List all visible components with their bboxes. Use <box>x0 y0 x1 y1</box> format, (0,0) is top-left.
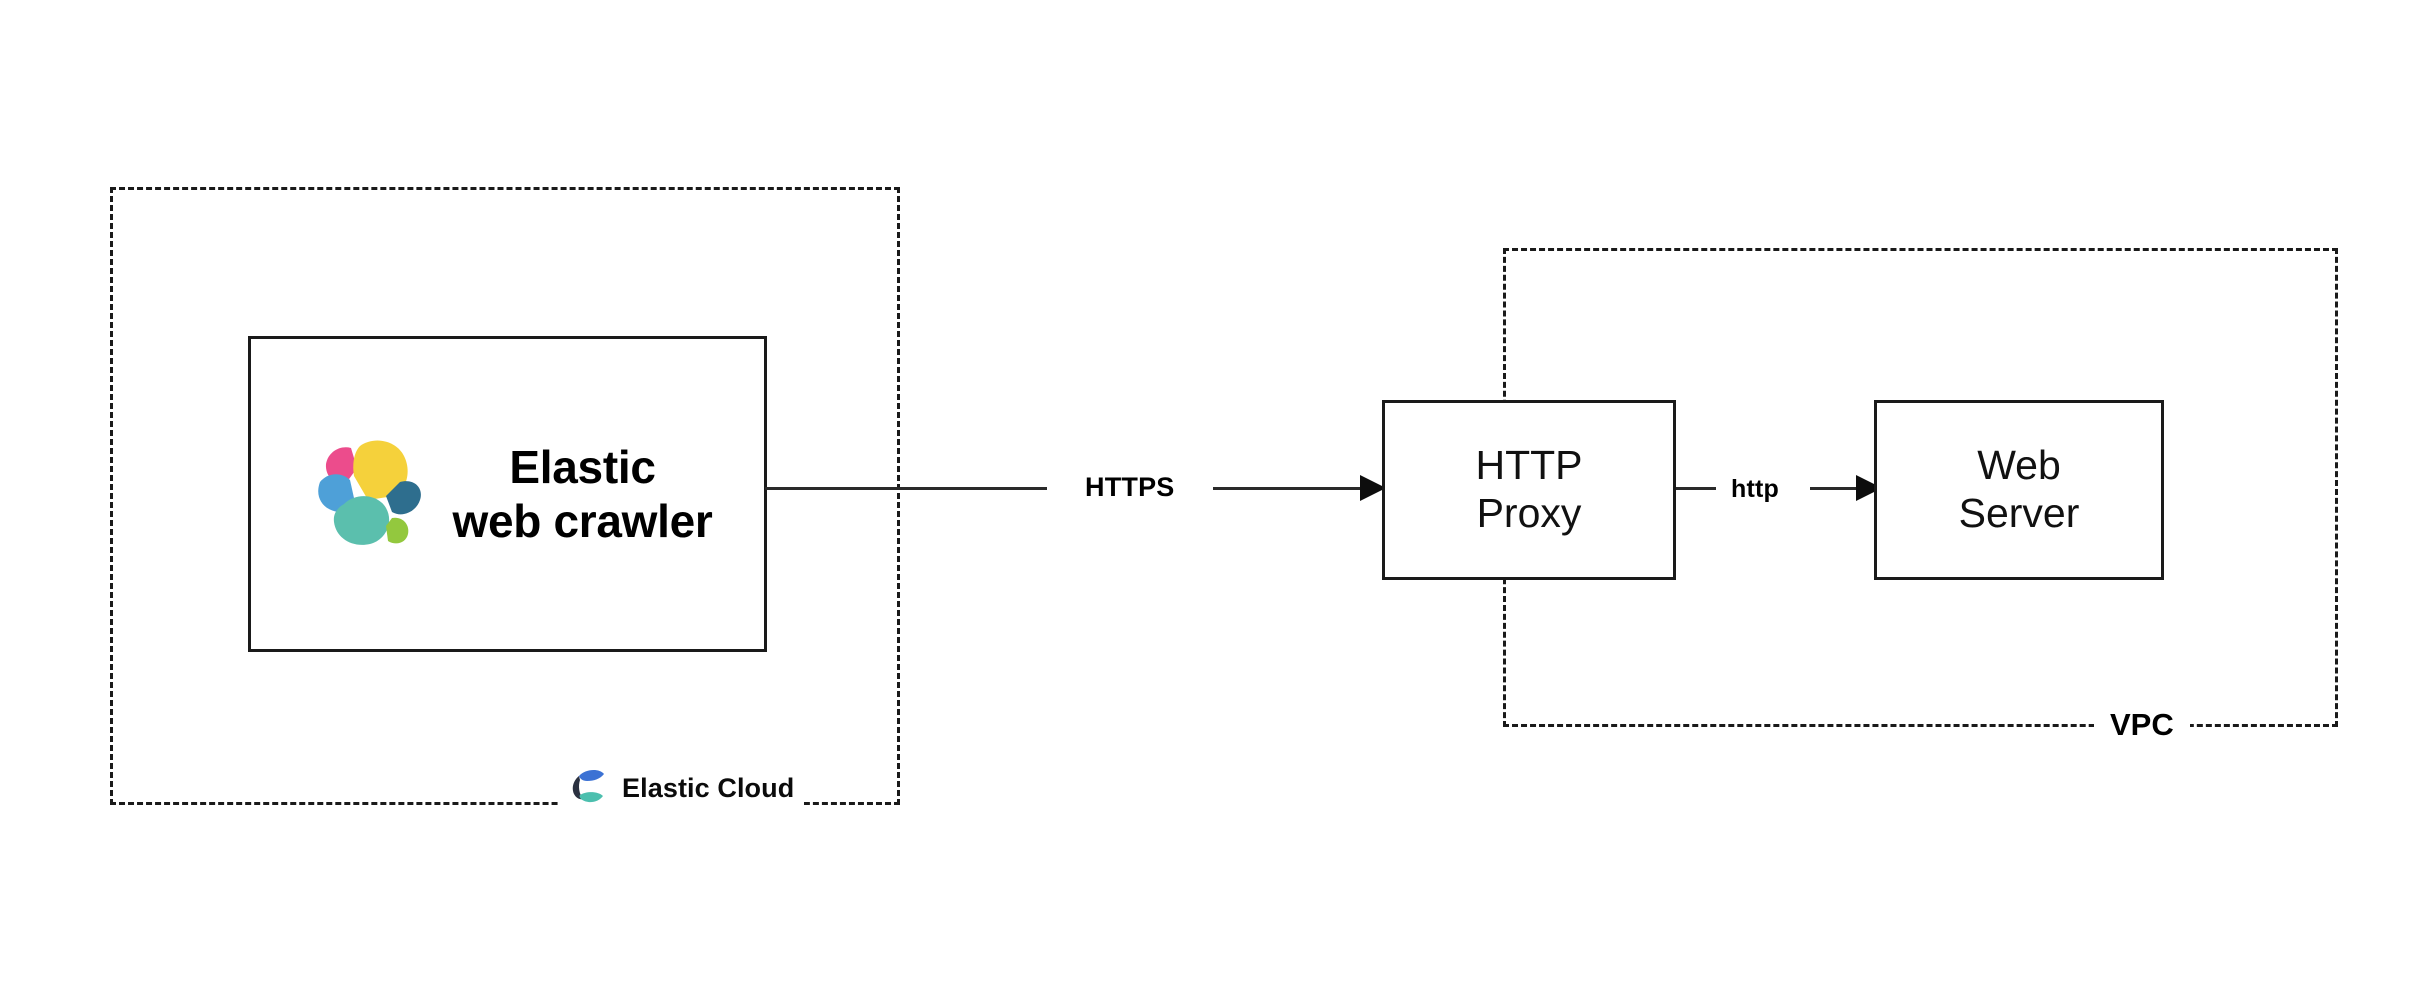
edge-line-https-to-proxy <box>1213 487 1365 490</box>
edge-line-http-to-server <box>1810 487 1860 490</box>
edge-line-proxy-stub <box>1676 487 1716 490</box>
edge-label-http: http <box>1731 475 1779 503</box>
node-http-proxy[interactable]: HTTP Proxy <box>1382 400 1676 580</box>
arrow-head-right-icon <box>1360 475 1386 501</box>
zone-label-vpc: VPC <box>2094 704 2190 746</box>
zone-label-elastic-cloud: Elastic Cloud <box>560 764 805 812</box>
elastic-cloud-label: Elastic Cloud <box>622 772 795 803</box>
crawler-label: Elastic web crawler <box>452 440 713 547</box>
elastic-logo-icon <box>308 438 426 550</box>
crawler-content: Elastic web crawler <box>251 438 764 550</box>
node-elastic-web-crawler[interactable]: Elastic web crawler <box>248 336 767 652</box>
web-server-label: Web Server <box>1958 442 2080 536</box>
node-web-server[interactable]: Web Server <box>1874 400 2164 580</box>
http-proxy-label: HTTP Proxy <box>1475 442 1583 536</box>
elastic-cloud-logo-icon <box>570 768 608 808</box>
edge-label-https: HTTPS <box>1085 472 1175 502</box>
edge-line-crawler-to-https <box>765 487 1047 490</box>
zone-elastic-cloud <box>110 187 900 805</box>
